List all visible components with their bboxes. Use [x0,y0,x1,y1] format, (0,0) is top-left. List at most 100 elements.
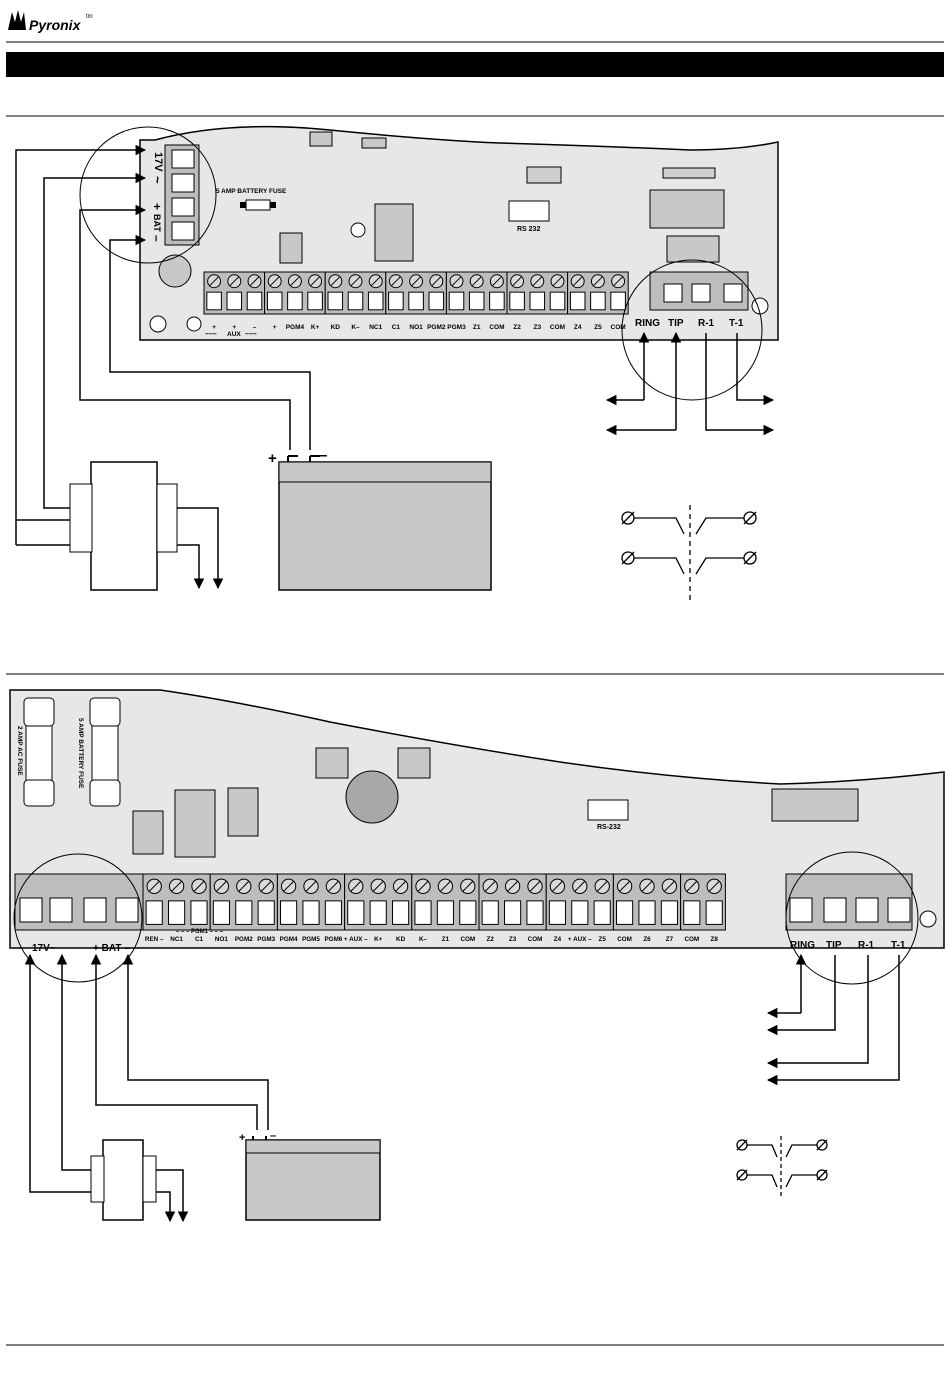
screw-slot [269,276,280,287]
battery-cell [158,254,192,288]
terminal-clamp[interactable] [504,900,522,925]
header: Pyronix tm [6,10,944,117]
terminal-clamp[interactable] [414,900,432,925]
terminal-clamp[interactable] [235,900,253,925]
terminal-clamp[interactable] [257,900,275,925]
terminal-label: COM [611,324,626,331]
terminal-label: NO1 [215,936,228,943]
terminal-clamp[interactable] [327,291,344,311]
telephone-socket-symbol-1 [621,505,757,600]
terminal-clamp[interactable] [428,291,445,311]
terminal-label: REN – [145,936,164,943]
terminal-clamp[interactable] [347,900,365,925]
terminal-label: NO1 [409,324,423,331]
terminal-label: COM [460,936,475,943]
terminal-clamp[interactable] [638,900,656,925]
terminal-label: Z8 [711,936,719,943]
terminal-clamp[interactable] [569,291,586,311]
terminal-clamp[interactable] [590,291,606,311]
terminal-clamp[interactable] [367,291,384,311]
terminal-clamp[interactable] [549,291,566,311]
terminal-clamp[interactable] [509,291,525,311]
terminal-clamp[interactable] [448,291,465,311]
terminal-clamp[interactable] [266,291,283,311]
screw-slot [664,881,675,892]
terminal-clamp[interactable] [481,900,499,925]
battery-fuse-label: 5 AMP BATTERY FUSE [216,188,287,195]
terminal-clamp[interactable] [388,291,404,311]
terminal-clamp[interactable] [246,291,263,311]
screw-slot [462,881,474,892]
terminal-label: C1 [195,936,204,943]
screw-slot [686,881,698,892]
terminal-clamp[interactable] [190,900,208,925]
terminal-clamp[interactable] [660,900,678,925]
terminal-label: COM [528,936,543,943]
line-label-r1-2: R-1 [858,940,875,951]
terminal-clamp[interactable] [468,291,485,311]
terminal-clamp[interactable] [548,900,566,925]
screw-slot [391,276,401,287]
terminal-clamp[interactable] [206,291,222,311]
rs232-connector [587,799,629,821]
logo-text: Pyronix [29,17,82,33]
header-pins [771,788,859,822]
screw-slot [593,276,603,287]
screw-slot [431,276,442,287]
terminal-clamp[interactable] [145,900,163,925]
terminal-label: PGM6 [324,936,342,943]
terminal-clamp[interactable] [436,900,454,925]
screw-slot [596,881,608,892]
screw-slot [328,881,339,892]
diagram-2: 2 AMP AC FUSE 5 AMP BATTERY FUSE RS-232 … [9,689,945,1223]
terminal-label: Z7 [666,936,674,943]
screw-slot [249,276,260,287]
terminal-clamp[interactable] [683,900,701,925]
jumper [132,810,164,855]
battery-minus: – [319,447,327,464]
screw-slot [411,276,421,287]
rs232-label: RS 232 [517,226,540,233]
terminal-label: Z6 [643,936,651,943]
terminal-clamp[interactable] [489,291,505,311]
terminal-label: K– [351,324,360,331]
terminal-clamp[interactable] [616,900,634,925]
battery-1 [278,455,492,591]
terminal-clamp[interactable] [392,900,410,925]
terminal-clamp[interactable] [610,291,626,311]
telephone-socket-symbol-2 [736,1136,828,1198]
screw-slot [171,881,182,892]
terminal-label: Z4 [554,936,562,943]
terminal-clamp[interactable] [571,900,589,925]
terminal-clamp[interactable] [369,900,387,925]
terminal-clamp[interactable] [287,291,303,311]
terminal-clamp[interactable] [526,900,544,925]
terminal-label: + [212,324,216,331]
terminal-clamp[interactable] [529,291,546,311]
transformer-2 [90,1139,157,1221]
terminal-clamp[interactable] [168,900,186,925]
terminal-clamp[interactable] [593,900,611,925]
label-ac: ~ [150,176,165,184]
screw-slot [451,276,462,287]
terminal-clamp[interactable] [705,900,723,925]
terminal-clamp[interactable] [459,900,477,925]
battery-minus-2: – [270,1130,276,1142]
line-label-t1: T-1 [729,318,744,329]
terminal-clamp[interactable] [347,291,364,311]
line-label-r1: R-1 [698,318,715,329]
jumper [279,232,303,264]
terminal-label: PGM3 [447,324,466,331]
screw-slot [283,881,294,892]
terminal-clamp[interactable] [302,900,320,925]
terminal-clamp[interactable] [226,291,243,311]
terminal-clamp[interactable] [280,900,298,925]
terminal-label: PGM2 [427,324,446,331]
terminal-clamp[interactable] [212,900,230,925]
screw-slot [619,881,630,892]
terminal-clamp[interactable] [307,291,323,311]
line-wiring-1 [605,331,775,436]
battery-fuse [245,199,271,211]
terminal-clamp[interactable] [408,291,424,311]
terminal-clamp[interactable] [324,900,342,925]
